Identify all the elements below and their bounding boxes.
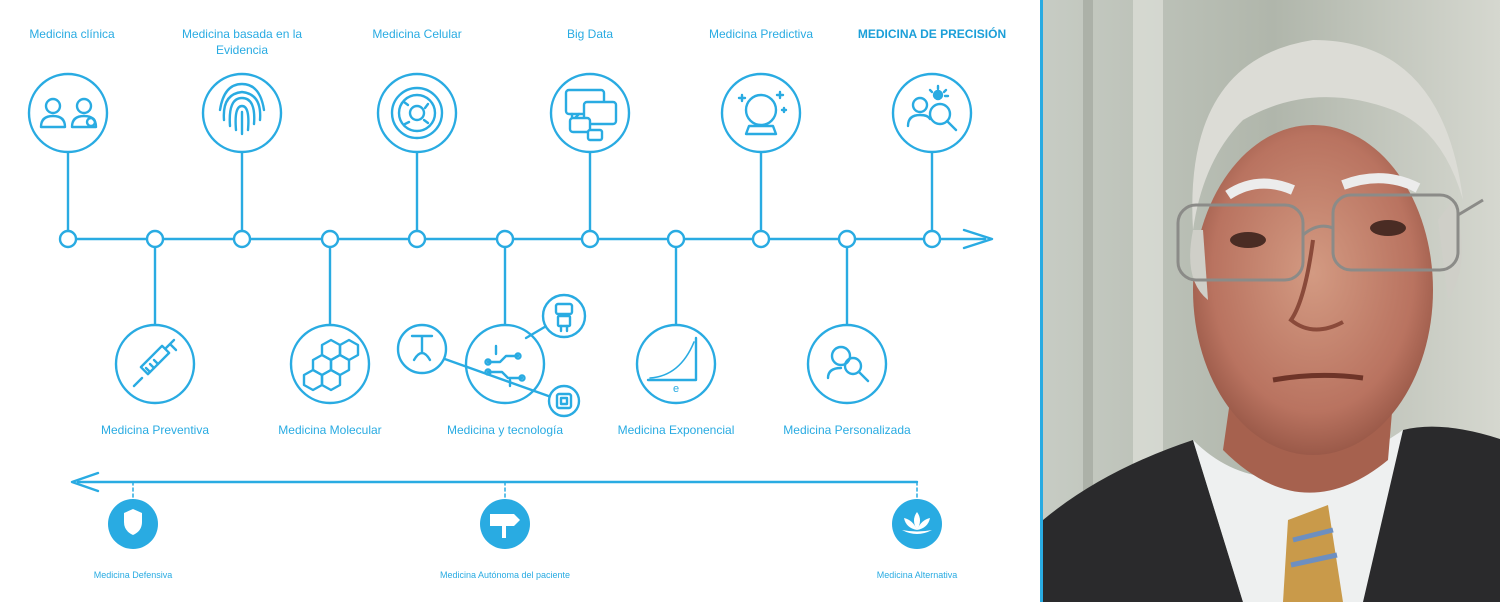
stage-label-tecnologia: Medicina y tecnología	[446, 423, 564, 437]
stage-label-celular: Medicina Celular	[372, 27, 462, 41]
portrait-photo	[1040, 0, 1500, 602]
stage-label-clinica: Medicina clínica	[29, 27, 115, 41]
timeline-node	[145, 229, 165, 249]
exponential-curve-icon	[646, 336, 698, 382]
stage-label-exponencial: Medicina Exponencial	[617, 423, 735, 437]
timeline-node	[495, 229, 515, 249]
medicine-evolution-diagram: e Medicina clínica Medicina basada en la…	[27, 27, 1007, 580]
lotus-icon	[902, 512, 932, 534]
person-magnifier-icon	[906, 84, 958, 132]
stage-circle-tecnologia	[464, 323, 546, 405]
robot-arm-icon	[410, 334, 434, 362]
stage-label-preventiva: Medicina Preventiva	[100, 423, 210, 437]
timeline-graphic: e	[27, 72, 994, 549]
stage-circle-celular	[376, 72, 458, 154]
stage-circle-preventiva	[114, 323, 196, 405]
chip-circle	[547, 384, 581, 418]
stage-label-bigdata: Big Data	[566, 27, 614, 41]
crystal-ball-icon	[737, 90, 788, 136]
reverse-icons	[108, 499, 942, 549]
chat-bubbles-icon	[564, 88, 618, 142]
stage-label-defensiva: Medicina Defensiva	[93, 570, 173, 580]
people-icon	[39, 97, 98, 129]
stage-circle-clinica	[27, 72, 109, 154]
stage-label-molecular: Medicina Molecular	[278, 423, 382, 437]
timeline-node	[666, 229, 686, 249]
robot-icon	[554, 302, 574, 333]
timeline-node	[837, 229, 857, 249]
shield-icon	[124, 509, 142, 535]
stage-label-evidencia: Medicina basada en la Evidencia	[181, 27, 303, 57]
forward-arrow-head	[962, 228, 994, 250]
cell-icon	[390, 86, 444, 140]
timeline-nodes	[58, 229, 942, 249]
stage-label-predictiva: Medicina Predictiva	[708, 27, 814, 41]
circuit-icon	[440, 323, 556, 400]
curve-label: e	[673, 383, 679, 395]
syringe-icon	[132, 338, 178, 388]
timeline-node	[751, 229, 771, 249]
stage-circle-predictiva	[720, 72, 802, 154]
chip-icon	[555, 392, 573, 410]
person-search-icon	[826, 345, 870, 383]
timeline-node	[407, 229, 427, 249]
reverse-arrow-head	[70, 471, 100, 493]
signpost-icon	[490, 514, 520, 538]
timeline-node	[580, 229, 600, 249]
stage-label-personalizada: Medicina Personalizada	[783, 423, 911, 437]
molecule-icon	[302, 338, 360, 392]
stage-label-precision: MEDICINA DE PRECISIÓN	[857, 27, 1007, 41]
elderly-man-glasses-portrait	[1043, 0, 1500, 602]
timeline-node	[58, 229, 78, 249]
timeline-node	[922, 229, 942, 249]
stage-label-autonoma: Medicina Autónoma del paciente	[439, 570, 571, 580]
timeline-node	[320, 229, 340, 249]
stage-circle-precision	[891, 72, 973, 154]
stage-label-alternativa: Medicina Alternativa	[876, 570, 958, 580]
fingerprint-icon	[218, 82, 266, 136]
timeline-node	[232, 229, 252, 249]
